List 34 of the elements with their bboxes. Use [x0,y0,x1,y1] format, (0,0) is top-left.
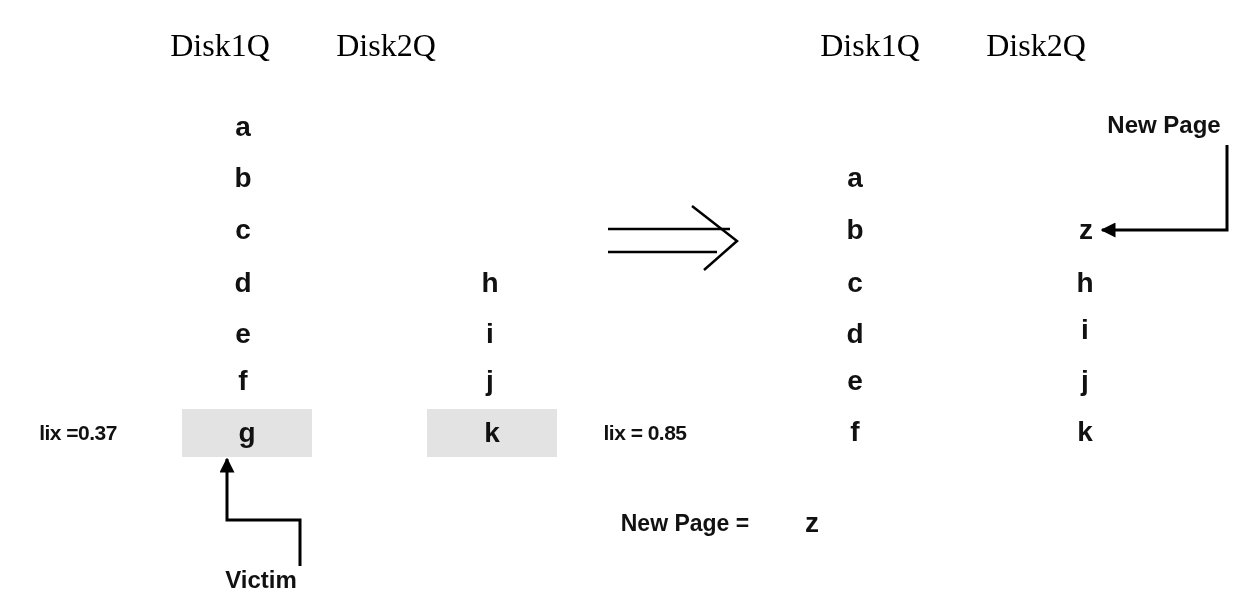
key-letter: a [235,113,251,141]
note-text: New Page = [620,511,750,535]
key-letter: e [235,320,251,348]
column-header: Disk1Q [820,29,920,61]
column-header: Disk2Q [986,29,1086,61]
leader-text: Victim [216,562,306,598]
key-letter: f [850,418,860,446]
leader-text: New Page [1094,105,1234,145]
key-letter: b [846,216,864,244]
key-letter: b [234,164,252,192]
key-letter: h [1076,269,1094,297]
key-letter: j [1081,367,1089,395]
column-header: Disk1Q [170,29,270,61]
note-text: lix = 0.85 [603,421,687,443]
key-letter: i [486,320,494,348]
highlighted-cell: g [182,409,312,457]
leader-arrow [1100,145,1229,238]
page-entry: z [1072,210,1100,250]
column-header: Disk2Q [336,29,436,61]
key-letter: d [846,320,864,348]
highlighted-cell: k [427,409,557,457]
key-letter: e [847,367,863,395]
key-letter: z [805,509,819,537]
key-letter: k [1077,418,1093,446]
key-letter: d [234,269,252,297]
key-letter: a [847,164,863,192]
key-letter: f [238,367,248,395]
key-letter: c [235,216,251,244]
key-letter: c [847,269,863,297]
key-letter: j [486,367,494,395]
key-letter: h [481,269,499,297]
leader-arrow [219,457,302,566]
key-letter: i [1081,316,1089,344]
note-text: lix =0.37 [39,421,117,443]
